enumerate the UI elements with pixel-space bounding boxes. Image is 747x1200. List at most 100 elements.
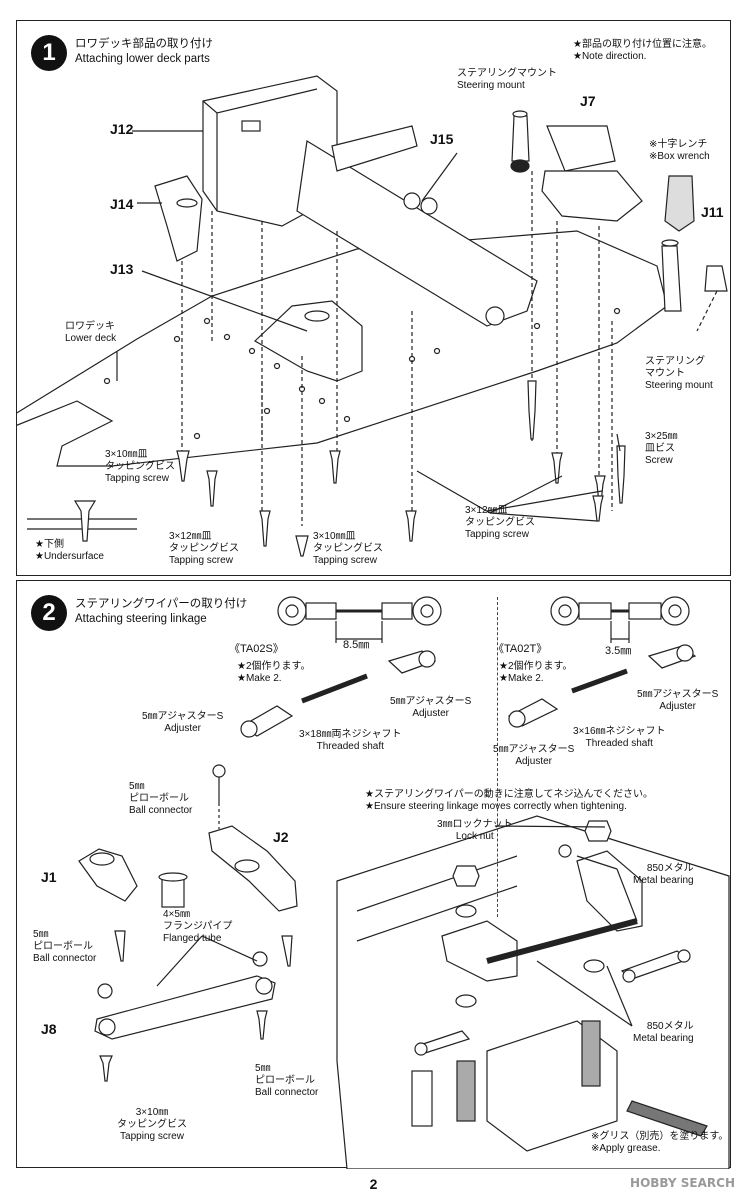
ball-connector-top: 5㎜ ピローボール Ball connector bbox=[129, 781, 192, 817]
label-en: Threaded shaft bbox=[316, 741, 384, 752]
label-en: Screw bbox=[645, 455, 673, 466]
label-jp: ★ステアリングワイパーの動きに注意してネジ込んでください。 bbox=[365, 789, 653, 800]
label-jp: 5㎜アジャスターS bbox=[637, 689, 719, 700]
step2-title: ステアリングワイパーの取り付け Attaching steering linka… bbox=[75, 597, 247, 627]
tapping-screw-label: 3×10㎜ タッピングビス Tapping screw bbox=[117, 1107, 187, 1143]
tapping-3x12-right-label: 3×12㎜皿 タッピングビス Tapping screw bbox=[465, 505, 535, 541]
label-jp: ロワデッキ bbox=[65, 321, 115, 332]
step1-illustration bbox=[17, 75, 728, 557]
step-number-badge: 2 bbox=[31, 595, 67, 631]
tapping-3x10-mid-label: 3×10㎜皿 タッピングビス Tapping screw bbox=[313, 531, 383, 567]
label-jp: フランジパイプ bbox=[163, 921, 233, 932]
label-en: ※Box wrench bbox=[649, 151, 710, 162]
label-jp2: マウント bbox=[645, 368, 685, 379]
ball-connector-left: 5㎜ ピローボール Ball connector bbox=[33, 929, 96, 965]
label-en: ★Make 2. bbox=[237, 673, 282, 684]
part-j7: J7 bbox=[580, 93, 596, 109]
ta02s-shaft: 3×18㎜両ネジシャフト Threaded shaft bbox=[299, 729, 402, 753]
label-en: Adjuster bbox=[659, 701, 697, 712]
ta02s-dimension: 8.5㎜ bbox=[343, 639, 370, 651]
label-jp: 3×16㎜ネジシャフト bbox=[573, 726, 666, 737]
label-en: Tapping screw bbox=[465, 529, 529, 540]
label-jp1: ステアリング bbox=[645, 356, 705, 367]
label-jp: ピローボール bbox=[255, 1075, 315, 1086]
variant-divider bbox=[497, 597, 498, 917]
part-j13: J13 bbox=[110, 261, 134, 277]
ta02t-adjuster-right: 5㎜アジャスターS Adjuster bbox=[637, 689, 718, 713]
ta02s-model: 《TA02S》 bbox=[229, 643, 284, 655]
ta02t-shaft: 3×16㎜ネジシャフト Threaded shaft bbox=[573, 726, 666, 750]
label-jp: 3×18㎜両ネジシャフト bbox=[299, 729, 402, 740]
label-size: 3×12㎜皿 bbox=[169, 531, 212, 542]
part-j2: J2 bbox=[273, 829, 289, 845]
label-size: 3×10㎜皿 bbox=[105, 449, 148, 460]
label-jp: 3㎜ロックナット bbox=[437, 819, 513, 830]
metal-bearing-bottom: 850メタル Metal bearing bbox=[633, 1021, 694, 1045]
ta02t-make-note: ★2個作ります。 ★Make 2. bbox=[499, 661, 573, 685]
screw-3x25-label: 3×25㎜ 皿ビス Screw bbox=[645, 431, 678, 467]
label-jp: ★2個作ります。 bbox=[499, 661, 573, 672]
label-jp: タッピングビス bbox=[313, 543, 383, 554]
step1-title-en: Attaching lower deck parts bbox=[75, 53, 210, 65]
label-jp: 5㎜アジャスターS bbox=[493, 744, 575, 755]
tapping-3x12-left-label: 3×12㎜皿 タッピングビス Tapping screw bbox=[169, 531, 239, 567]
step2-panel: 2 ステアリングワイパーの取り付け Attaching steering lin… bbox=[16, 580, 731, 1169]
label-jp: タッピングビス bbox=[169, 543, 239, 554]
label-jp: 皿ビス bbox=[645, 443, 675, 454]
label-jp: ※グリス（別売）を塗ります。 bbox=[591, 1131, 729, 1142]
part-j12: J12 bbox=[110, 121, 134, 137]
label-en: Ball connector bbox=[255, 1087, 319, 1098]
label-size: 5㎜ bbox=[33, 929, 49, 940]
label-jp: 850メタル bbox=[646, 1021, 694, 1032]
ta02s-make-note: ★2個作ります。 ★Make 2. bbox=[237, 661, 311, 685]
ta02t-dimension: 3.5㎜ bbox=[605, 645, 632, 657]
metal-bearing-top: 850メタル Metal bearing bbox=[633, 863, 694, 887]
label-en: Threaded shaft bbox=[585, 738, 653, 749]
label-en: Tapping screw bbox=[169, 555, 233, 566]
part-j11: J11 bbox=[701, 204, 724, 220]
watermark-logo: HOBBY SEARCH bbox=[630, 1176, 735, 1190]
label-en: Ball connector bbox=[129, 805, 193, 816]
label-size: 5㎜ bbox=[129, 781, 145, 792]
label-size: 3×10㎜ bbox=[135, 1107, 169, 1118]
label-size: 3×12㎜皿 bbox=[465, 505, 508, 516]
label-en: ※Apply grease. bbox=[591, 1143, 661, 1154]
label-jp: ※十字レンチ bbox=[649, 139, 708, 150]
ta02t-adjuster-left: 5㎜アジャスターS Adjuster bbox=[493, 744, 574, 768]
label-jp: ★下側 bbox=[35, 539, 64, 550]
label-en: Metal bearing bbox=[633, 1033, 694, 1044]
label-jp: タッピングビス bbox=[105, 461, 175, 472]
label-size: 4×5㎜ bbox=[163, 909, 190, 920]
box-wrench-label: ※十字レンチ ※Box wrench bbox=[649, 139, 710, 163]
label-jp: タッピングビス bbox=[465, 517, 535, 528]
lower-deck-label: ロワデッキ Lower deck bbox=[65, 321, 116, 345]
label-jp: ピローボール bbox=[129, 793, 189, 804]
label-en: Lock nut bbox=[455, 831, 494, 842]
ball-connector-bottom: 5㎜ ピローボール Ball connector bbox=[255, 1063, 318, 1099]
steering-mount-side-label: ステアリング マウント Steering mount bbox=[645, 356, 713, 392]
label-jp: ★2個作ります。 bbox=[237, 661, 311, 672]
label-jp: タッピングビス bbox=[117, 1119, 187, 1130]
label-en: Steering mount bbox=[457, 80, 525, 91]
page-number: 2 bbox=[369, 1176, 378, 1192]
label-en: Lower deck bbox=[65, 333, 117, 344]
step2-title-jp: ステアリングワイパーの取り付け bbox=[75, 598, 248, 610]
label-size: 3×25㎜ bbox=[645, 431, 678, 442]
undersurface-label: ★下側 ★Undersurface bbox=[35, 539, 104, 563]
label-en: ★Make 2. bbox=[499, 673, 544, 684]
steering-mount-top-label: ステアリングマウント Steering mount bbox=[457, 68, 557, 92]
step1-title-jp: ロワデッキ部品の取り付け bbox=[75, 38, 213, 50]
part-j8: J8 bbox=[41, 1021, 57, 1037]
label-jp: ステアリングマウント bbox=[457, 68, 557, 79]
step2-title-en: Attaching steering linkage bbox=[75, 613, 207, 625]
label-en: Metal bearing bbox=[633, 875, 694, 886]
label-en: Steering mount bbox=[645, 380, 713, 391]
ta02s-adjuster-right: 5㎜アジャスターS Adjuster bbox=[390, 696, 471, 720]
note-direction: ★部品の取り付け位置に注意。 ★Note direction. bbox=[573, 39, 712, 63]
part-j15: J15 bbox=[430, 131, 454, 147]
ta02t-model: 《TA02T》 bbox=[493, 643, 548, 655]
label-en: ★Ensure steering linkage moves correctly… bbox=[365, 801, 627, 812]
label-en: Flanged tube bbox=[163, 933, 222, 944]
label-en: Tapping screw bbox=[105, 473, 169, 484]
step-number-badge: 1 bbox=[31, 35, 67, 71]
